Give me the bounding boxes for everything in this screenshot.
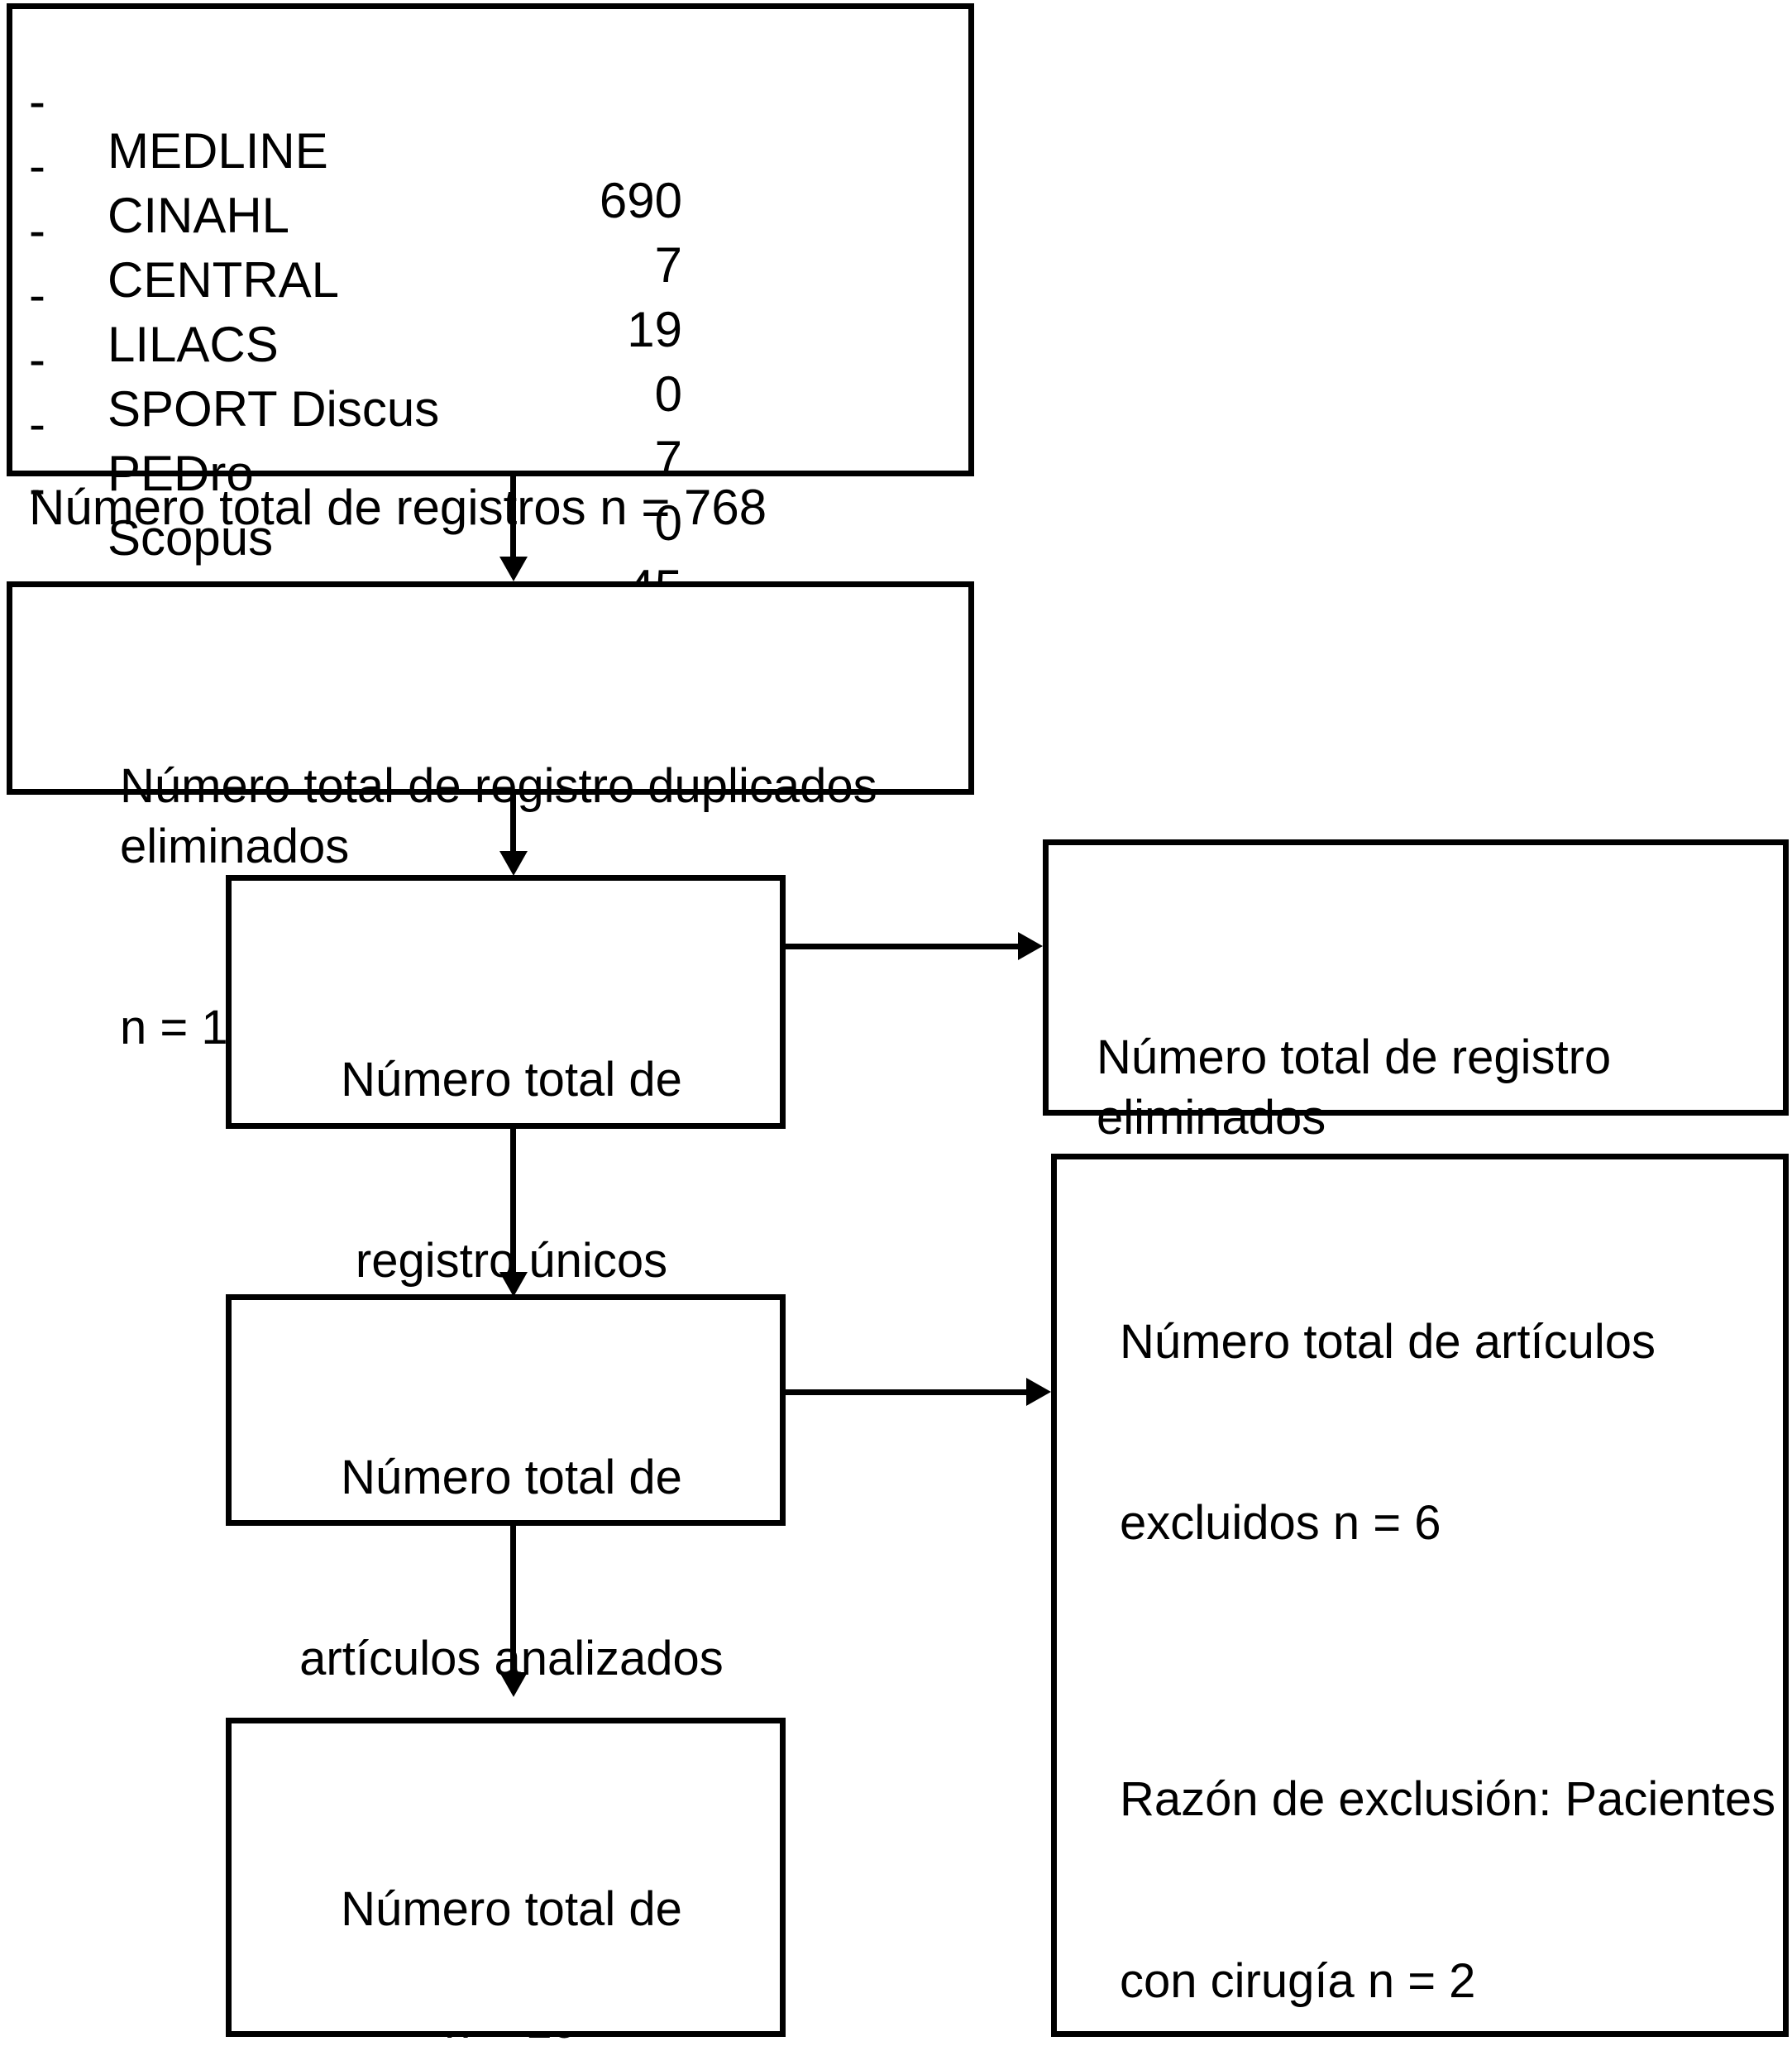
fulltext-line-1: Número total de [341, 1451, 682, 1505]
source-name: CINAHL [108, 188, 290, 243]
source-name: MEDLINE [108, 123, 328, 179]
source-row: - PEDro 0 [12, 350, 682, 598]
source-name: SPORT Discus [108, 381, 440, 437]
source-name: Scopus [108, 510, 274, 566]
bullet-dash: - [29, 461, 45, 516]
connector-line-fulltext-to-excluded [784, 1389, 1028, 1395]
duplicates-line-1: Número total de registro duplicados elim… [120, 759, 891, 874]
source-row: - LILACS 0 [12, 221, 682, 469]
source-name: LILACS [108, 317, 279, 372]
included-line-1: Número total de [341, 1882, 682, 1937]
arrow-fulltext-to-included [499, 1672, 528, 1697]
exclusion-reason-1-line-2: con cirugía n = 2 [1120, 1953, 1476, 2008]
unique-line-2: registro únicos [355, 1234, 668, 1288]
duplicates-removed-box: Número total de registro duplicados elim… [7, 581, 974, 1054]
eligibility-excluded-box: Número total de registro eliminados Por … [1043, 839, 1789, 1508]
bullet-dash: - [29, 74, 45, 129]
included-articles-box: Número total de artículos incluidos en s… [226, 1718, 786, 2037]
connector-line-fulltext-to-included [510, 1526, 516, 1678]
excluded-heading-line-1: Número total de artículos [1120, 1315, 1656, 1370]
source-row: - CINAHL 7 [12, 92, 682, 340]
bullet-dash: - [29, 267, 45, 323]
fulltext-line-2: artículos analizados [299, 1632, 724, 1686]
source-count: 7 [654, 431, 682, 486]
exclusion-reason-1-line-1: Razón de exclusión: Pacientes [1120, 1772, 1776, 1827]
source-count: 7 [654, 237, 682, 293]
bullet-dash: - [29, 138, 45, 194]
arrow-unique-to-fulltext [499, 1272, 528, 1297]
arrow-unique-to-eligibility [1018, 932, 1043, 960]
unique-records-box: Número total de registro únicos n = 613 [226, 875, 786, 1470]
connector-line-duplicates-to-unique [510, 795, 516, 857]
connector-line-sources-to-duplicates [510, 476, 516, 561]
source-count: 0 [654, 366, 682, 422]
eligibility-line-1: Número total de registro eliminados [1097, 1030, 1625, 1145]
bullet-dash: - [29, 396, 45, 452]
bullet-dash: - [29, 332, 45, 387]
fulltext-analyzed-box: Número total de artículos analizados a t… [226, 1294, 786, 2046]
search-sources-box: - MEDLINE 690 - CINAHL 7 - CENTRAL 19 - … [7, 3, 974, 613]
arrow-duplicates-to-unique [499, 851, 528, 876]
unique-line-1: Número total de [341, 1053, 682, 1107]
excluded-articles-box: Número total de artículos excluidos n = … [1051, 1154, 1789, 2037]
excluded-articles-text: Número total de artículos excluidos n = … [1120, 1191, 1781, 2046]
source-name: PEDro [108, 446, 254, 501]
source-row: - CENTRAL 19 [12, 156, 682, 404]
source-count: 690 [599, 173, 682, 228]
source-count: 19 [627, 302, 682, 357]
connector-line-unique-to-eligibility [784, 944, 1020, 949]
total-records-line: Número total de registros n = 768 [29, 480, 767, 535]
source-row: - MEDLINE 690 [12, 27, 682, 275]
arrow-fulltext-to-excluded [1026, 1378, 1051, 1406]
source-count: 0 [654, 495, 682, 551]
arrow-sources-to-duplicates [499, 557, 528, 581]
excluded-heading-line-2: excluidos n = 6 [1120, 1496, 1441, 1551]
bullet-dash: - [29, 203, 45, 258]
source-row: - SPORT Discus 7 [12, 285, 682, 533]
connector-line-unique-to-fulltext [510, 1129, 516, 1278]
included-articles-text: Número total de artículos incluidos en s… [232, 1758, 791, 2046]
source-name: CENTRAL [108, 252, 340, 308]
